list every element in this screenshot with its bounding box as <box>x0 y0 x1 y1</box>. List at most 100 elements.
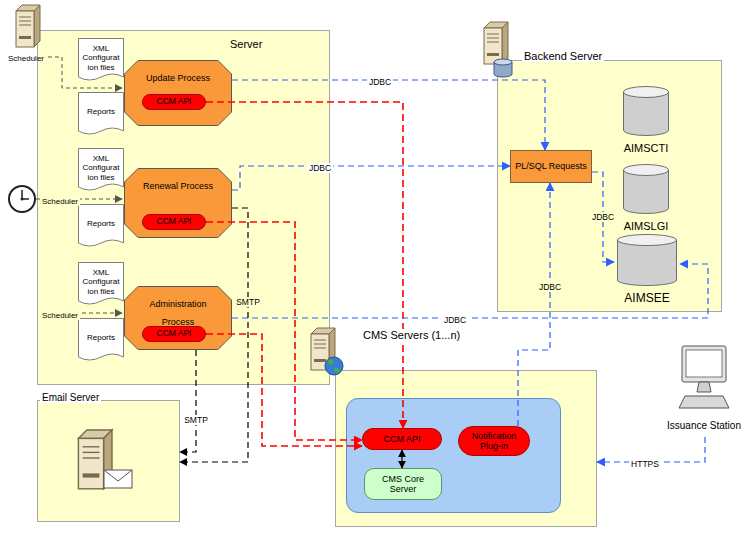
document-shape: XML Configurat ion files <box>78 38 124 84</box>
cylinder-body <box>624 92 669 136</box>
text-label: JDBC <box>590 212 616 222</box>
connector <box>180 350 196 452</box>
connector <box>206 102 403 428</box>
text-label: XML Configurat ion files <box>80 44 122 72</box>
api-pill: CCM API <box>142 94 206 110</box>
cylinder-outline <box>623 86 669 136</box>
document-shape: XML Configurat ion files <box>78 262 124 308</box>
connector <box>232 166 510 190</box>
cylinder-caption: AIMSLGI <box>610 216 682 234</box>
panel-heading: Backend Server <box>522 46 604 64</box>
text-label: SMTP <box>182 415 210 425</box>
document-shape: Reports <box>78 92 124 138</box>
api-pill: CCM API <box>142 326 206 342</box>
panel-heading: CMS Servers (1...n) <box>361 325 462 343</box>
process-octagon: Update ProcessCCM API <box>124 60 232 126</box>
octagon-border <box>125 61 232 126</box>
octagon-border <box>125 169 232 238</box>
text-label: Backend Server <box>522 50 604 62</box>
document-shape: Reports <box>78 318 124 364</box>
document-text: Reports <box>80 320 122 356</box>
text-label: XML Configurat ion files <box>80 154 122 182</box>
process-title: Administration Process <box>132 293 224 329</box>
database-cylinder: AIMSCTI <box>618 86 674 154</box>
cylinder-body <box>624 170 669 214</box>
monitor-frame <box>682 346 726 382</box>
text-label: Email Server <box>40 392 101 403</box>
document-border <box>79 93 124 135</box>
text-label: SMTP <box>234 297 262 307</box>
text-label: CCM API <box>383 434 420 444</box>
edge-label: JDBC <box>307 157 333 175</box>
workstation-icon <box>677 345 731 411</box>
document-text: Reports <box>80 94 122 130</box>
server-icon <box>16 5 40 47</box>
cylinder-top <box>618 235 677 246</box>
cylinder-caption: AIMSEE <box>606 288 688 306</box>
database-cylinder: AIMSLGI <box>618 164 674 232</box>
text-label: AIMSLGI <box>624 220 669 232</box>
text-label: HTTPS <box>629 459 661 469</box>
workstation-node: Issuance Station <box>662 345 746 437</box>
text-label: CCM API <box>157 217 192 227</box>
text-label: Issuance Station <box>667 420 741 431</box>
edge-label: JDBC <box>537 276 563 294</box>
connector <box>206 334 362 446</box>
text-label: JDBC <box>367 77 393 87</box>
text-label: JDBC <box>307 163 333 173</box>
cms-server-icon <box>311 328 343 375</box>
cylinder-caption: AIMSCTI <box>610 138 682 156</box>
process-box: PL/SQL Requests <box>510 150 592 183</box>
edge-label: HTTPS <box>629 453 661 471</box>
scheduler-label: Scheduler <box>8 47 44 65</box>
process-title: Update Process <box>132 67 224 85</box>
text-label: Renewal Process <box>143 181 213 191</box>
process-box: CMS Core Server <box>364 468 442 500</box>
edge-label: JDBC <box>590 206 616 224</box>
text-label: JDBC <box>442 315 468 325</box>
text-label: CCM API <box>157 329 192 339</box>
connector <box>401 450 402 468</box>
group-panel: CMS Servers (1...n)CCM APINotification P… <box>335 370 597 527</box>
monitor-base <box>679 396 729 408</box>
text-label: CMS Core Server <box>368 474 438 495</box>
panel-heading: Server <box>228 34 264 52</box>
api-pill: CCM API <box>142 214 206 230</box>
text-label: XML Configurat ion files <box>80 268 122 296</box>
text-label: AIMSCTI <box>624 142 669 154</box>
text-label: PL/SQL Requests <box>515 161 587 171</box>
edge-label: JDBC <box>442 309 468 327</box>
edge-label: JDBC <box>367 71 393 89</box>
panel-heading: Email Server <box>40 387 101 405</box>
document-border <box>79 149 124 191</box>
connector <box>232 264 708 318</box>
connector <box>232 80 545 150</box>
text-label: Reports <box>87 219 115 228</box>
text-label: Scheduler <box>8 54 44 63</box>
monitor-screen <box>686 350 722 377</box>
scheduler-label: Scheduler <box>40 190 80 208</box>
edge-label: SMTP <box>182 409 210 427</box>
api-pill: Notification Plug-in <box>458 426 530 456</box>
text-label: CMS Servers (1...n) <box>361 329 462 341</box>
document-border <box>79 263 124 305</box>
scheduler-clock <box>9 186 35 212</box>
text-label: Reports <box>87 333 115 342</box>
document-border <box>79 39 124 81</box>
text-label: Server <box>228 38 264 50</box>
cylinder-top <box>624 87 669 98</box>
cylinder-top <box>624 165 669 176</box>
connector <box>518 183 550 426</box>
text-label: AIMSEE <box>624 291 669 305</box>
document-shape: XML Configurat ion files <box>78 148 124 194</box>
text-label: CCM API <box>157 97 192 107</box>
group-panel: Backend ServerPL/SQL RequestsAIMSCTIAIMS… <box>497 60 722 312</box>
group-panel: ServerXML Configurat ion filesUpdate Pro… <box>37 30 330 385</box>
process-octagon: Renewal ProcessCCM API <box>124 168 232 238</box>
scheduler-label: Scheduler <box>40 304 80 322</box>
document-border <box>79 319 124 361</box>
text-label: Scheduler <box>40 197 80 206</box>
document-text: XML Configurat ion files <box>80 150 122 186</box>
edge-label: SMTP <box>234 291 262 309</box>
